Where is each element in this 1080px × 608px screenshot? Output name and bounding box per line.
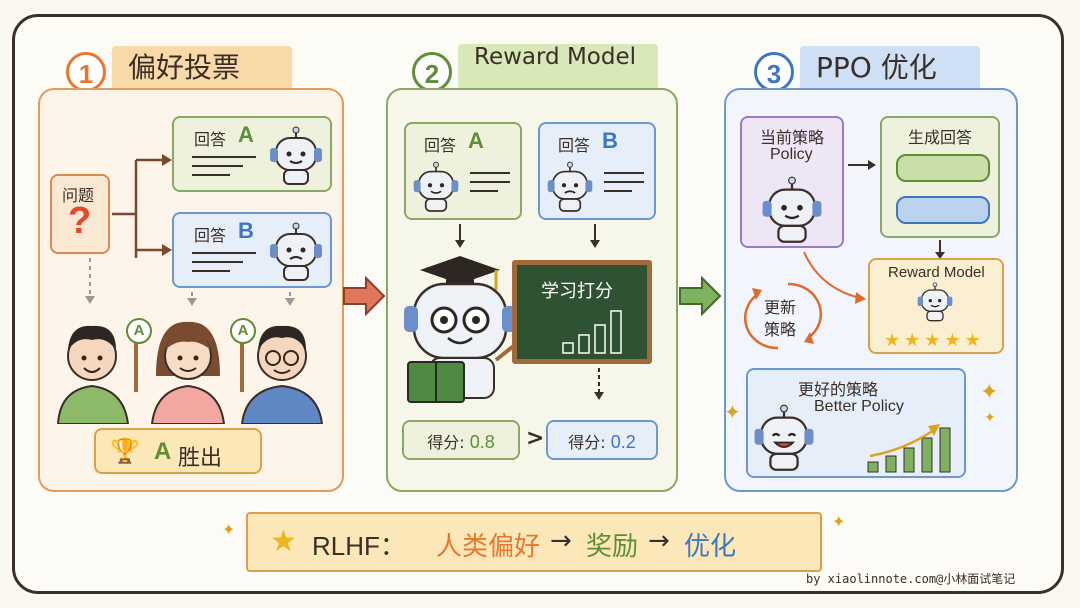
chart-icon <box>562 310 622 354</box>
step2-title: Reward Model <box>458 44 658 90</box>
text-lines <box>192 156 256 183</box>
teacher-robot-illustration <box>404 256 528 403</box>
sparkle-icon: ✦ <box>222 520 236 539</box>
compare-symbol: > <box>526 426 545 451</box>
arrow-icon <box>679 276 722 316</box>
question-mark-icon: ? <box>68 200 92 242</box>
answer-b-letter: B <box>602 128 618 153</box>
robot-icon <box>270 222 322 281</box>
sparkle-icon: ✦ <box>980 380 999 405</box>
answer-a-prefix: 回答 <box>424 136 457 155</box>
step2-down-arrows <box>455 224 600 248</box>
question-label: 问题 <box>62 186 95 205</box>
voting-people-illustration <box>56 321 324 424</box>
answer-b-prefix: 回答 <box>558 136 591 155</box>
voter-1 <box>56 325 138 424</box>
better-policy-cn: 更好的策略 <box>798 380 879 399</box>
robot-icon <box>270 126 322 185</box>
step1-title: 偏好投票 <box>112 46 292 92</box>
chat-bubble-green <box>896 154 990 182</box>
question-card: 问题 ? <box>50 174 110 254</box>
update-cycle-icon <box>743 282 823 350</box>
sparkle-icon: ✦ <box>724 400 741 424</box>
voter-2 <box>150 321 226 424</box>
vote-badge-1: A <box>126 318 152 344</box>
step2-answer-b-card: 回答 B <box>538 122 656 220</box>
score-b-box: 得分: 0.2 <box>546 420 658 460</box>
generate-card: 生成回答 <box>880 116 1000 238</box>
banner-part3: 优化 <box>684 532 737 562</box>
star-icon: ★★★★★ <box>884 330 985 351</box>
winner-text: 胜出 <box>178 446 223 471</box>
score-a-value: 0.8 <box>469 432 495 452</box>
answer-a-letter: A <box>468 128 484 153</box>
chalkboard-text: 学习打分 <box>541 281 613 302</box>
score-b-value: 0.2 <box>610 432 636 452</box>
star-icon: ★ <box>270 524 297 559</box>
banner-prefix: RLHF： <box>312 531 406 561</box>
dashed-down-arrow <box>594 368 604 400</box>
step1-number-badge: 1 <box>66 52 106 92</box>
banner-arrow1: → <box>550 526 572 556</box>
sparkle-icon: ✦ <box>984 410 996 426</box>
score-a-box: 得分: 0.8 <box>402 420 520 460</box>
generate-to-reward-arrow <box>935 240 945 259</box>
robot-icon <box>547 161 593 212</box>
robot-icon <box>917 282 953 322</box>
dashed-down-arrows <box>85 258 295 306</box>
update-line2: 策略 <box>764 320 797 339</box>
answer-a-letter: A <box>238 122 254 147</box>
summary-banner: ★ RLHF： 人类偏好 → 奖励 → 优化 <box>246 512 822 572</box>
answer-a-prefix: 回答 <box>194 130 227 149</box>
update-line1: 更新 <box>764 298 797 317</box>
step2-number-badge: 2 <box>412 52 452 92</box>
policy-to-reward-arrow <box>803 251 866 304</box>
answer-b-letter: B <box>238 218 254 243</box>
robot-icon <box>413 161 459 212</box>
robot-icon <box>762 176 822 243</box>
banner-part2: 奖励 <box>586 532 639 562</box>
banner-part1: 人类偏好 <box>436 532 541 562</box>
sparkle-icon: ✦ <box>832 512 846 531</box>
policy-en: Policy <box>770 146 813 163</box>
better-policy-en: Better Policy <box>814 398 904 415</box>
text-lines <box>192 252 256 279</box>
reward-model-label: Reward Model <box>888 264 985 281</box>
text-lines <box>470 172 510 199</box>
vote-badge-2: A <box>230 318 256 344</box>
chat-bubble-blue <box>896 196 990 224</box>
text-lines <box>604 172 644 199</box>
trophy-icon: 🏆 <box>110 437 140 465</box>
step3-title: PPO 优化 <box>800 46 980 92</box>
winner-box: 🏆 A 胜出 <box>94 428 262 474</box>
answer-b-prefix: 回答 <box>194 226 227 245</box>
generate-label: 生成回答 <box>908 128 973 147</box>
score-b-label: 得分: <box>568 433 606 452</box>
step2-answer-a-card: 回答 A <box>404 122 522 220</box>
chart-icon <box>867 424 951 473</box>
chalkboard: 学习打分 <box>512 260 652 364</box>
robot-icon <box>754 404 814 471</box>
question-branch-arrows <box>112 154 172 258</box>
credit-text: by xiaolinnote.com@小林面试笔记 <box>806 572 1016 586</box>
voter-3 <box>240 325 324 424</box>
policy-cn: 当前策略 <box>760 128 825 147</box>
banner-arrow2: → <box>648 526 670 556</box>
policy-to-generate-arrow <box>848 160 876 170</box>
score-a-label: 得分: <box>427 433 465 452</box>
step3-number-badge: 3 <box>754 52 794 92</box>
winner-letter: A <box>154 438 172 465</box>
arrow-icon <box>343 276 386 316</box>
